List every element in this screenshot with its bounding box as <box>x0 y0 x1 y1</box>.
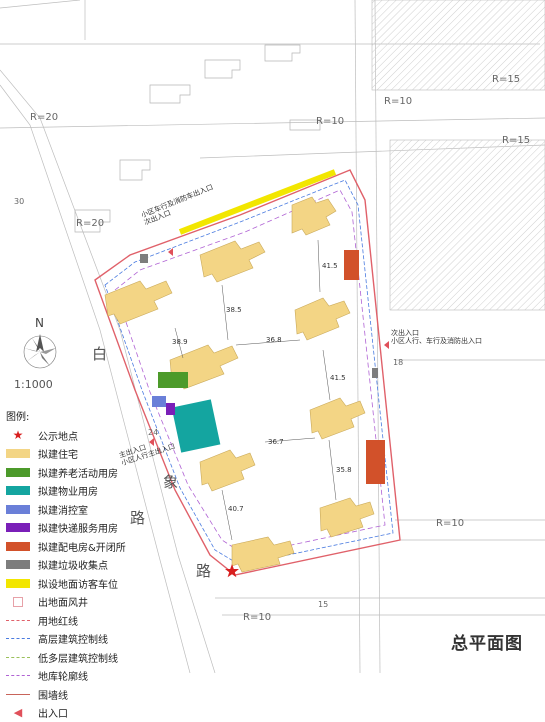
road-char: 白 <box>92 343 107 364</box>
legend-swatch <box>6 468 30 477</box>
legend-label: 出入口 <box>38 705 68 720</box>
legend-swatch <box>6 579 30 588</box>
distribution-room <box>344 250 359 280</box>
garbage-collection-point <box>372 368 378 378</box>
plot-number: 15 <box>318 600 328 609</box>
residential-building <box>200 450 255 491</box>
radius-label: R=10 <box>384 96 412 107</box>
radius-label: R=10 <box>436 518 464 529</box>
legend-label: 地库轮廓线 <box>38 668 88 683</box>
residential-building <box>320 498 374 537</box>
legend-line <box>6 694 30 695</box>
legend-item: 拟建垃圾收集点 <box>6 556 196 575</box>
north-label: N <box>35 316 44 330</box>
legend-label: 出地面风井 <box>38 594 88 609</box>
legend-label: 围墙线 <box>38 687 68 702</box>
residential-building <box>292 197 336 235</box>
residential-building <box>310 398 365 439</box>
legend-item: 低多层建筑控制线 <box>6 648 196 667</box>
legend-swatch <box>6 523 30 532</box>
legend-line <box>6 675 30 676</box>
legend-item: 拟建物业用房 <box>6 482 196 501</box>
legend-item: 出地面风井 <box>6 593 196 612</box>
legend-item: 拟建消控室 <box>6 500 196 519</box>
legend-label: 高层建筑控制线 <box>38 631 108 646</box>
scale-label: 1:1000 <box>14 378 53 391</box>
legend-item: 拟建快递服务用房 <box>6 519 196 538</box>
legend-line <box>6 638 30 639</box>
distance-label: 40.7 <box>228 505 244 513</box>
radius-label: R=10 <box>243 612 271 623</box>
distance-label: 36.7 <box>268 438 284 446</box>
legend-label: 用地红线 <box>38 613 78 628</box>
legend-item: 拟建养老活动用房 <box>6 463 196 482</box>
legend-swatch <box>6 505 30 514</box>
legend-label: 拟建垃圾收集点 <box>38 557 108 572</box>
radius-label: R=20 <box>30 112 58 123</box>
entrance-arrow-icon: ◀ <box>6 707 30 719</box>
radius-label: R=20 <box>76 218 104 229</box>
distance-label: 38.9 <box>172 338 188 346</box>
legend-label: 拟建住宅 <box>38 446 78 461</box>
star-icon: ★ <box>6 429 30 441</box>
legend-item: 拟建配电房&开闭所 <box>6 537 196 556</box>
legend-label: 拟建物业用房 <box>38 483 98 498</box>
distance-label: 41.5 <box>330 374 346 382</box>
map-title: 总平面图 <box>451 629 523 654</box>
radius-label: R=15 <box>502 135 530 146</box>
legend-item: 用地红线 <box>6 611 196 630</box>
north-arrow-icon <box>24 334 56 368</box>
elderly-activity-room <box>158 372 188 388</box>
garbage-collection-point <box>140 254 148 263</box>
radius-label: R=15 <box>492 74 520 85</box>
legend-line <box>6 657 30 658</box>
legend-item: 地库轮廓线 <box>6 667 196 686</box>
legend-item: 拟建住宅 <box>6 445 196 464</box>
vent-shaft-icon <box>6 596 30 608</box>
entrance-label-east: 次出入口 小区人行、车行及消防出入口 <box>391 329 482 345</box>
legend-swatch <box>6 449 30 458</box>
plot-number: 18 <box>393 358 403 367</box>
distance-label: 41.5 <box>322 262 338 270</box>
legend-item: ◀ 出入口 <box>6 704 196 722</box>
legend-swatch <box>6 486 30 495</box>
road-char: 路 <box>196 560 211 581</box>
legend-items: ★ 公示地点拟建住宅拟建养老活动用房拟建物业用房拟建消控室拟建快递服务用房拟建配电… <box>6 426 196 722</box>
distance-label: 36.8 <box>266 336 282 344</box>
legend-label: 低多层建筑控制线 <box>38 650 118 665</box>
map-legend: 图例: ★ 公示地点拟建住宅拟建养老活动用房拟建物业用房拟建消控室拟建快递服务用房… <box>6 408 196 722</box>
legend-item: 围墙线 <box>6 685 196 704</box>
legend-label: 拟设地面访客车位 <box>38 576 118 591</box>
residential-building <box>295 298 350 340</box>
legend-item: 拟设地面访客车位 <box>6 574 196 593</box>
residential-building <box>200 241 265 282</box>
legend-label: 拟建配电房&开闭所 <box>38 539 126 554</box>
distribution-room <box>366 440 385 484</box>
legend-item: ★ 公示地点 <box>6 426 196 445</box>
east-hatched-block <box>390 140 545 310</box>
plot-number: 30 <box>14 197 24 206</box>
legend-swatch <box>6 560 30 569</box>
legend-title: 图例: <box>6 408 196 423</box>
legend-label: 拟建消控室 <box>38 502 88 517</box>
distance-label: 38.5 <box>226 306 242 314</box>
legend-item: 高层建筑控制线 <box>6 630 196 649</box>
legend-label: 拟建养老活动用房 <box>38 465 118 480</box>
legend-label: 拟建快递服务用房 <box>38 520 118 535</box>
dimension-lines <box>175 240 336 540</box>
legend-label: 公示地点 <box>38 428 78 443</box>
distance-label: 35.8 <box>336 466 352 474</box>
legend-swatch <box>6 542 30 551</box>
radius-label: R=10 <box>316 116 344 127</box>
residential-building <box>232 537 294 572</box>
legend-line <box>6 620 30 621</box>
fire-control-room <box>152 396 166 407</box>
